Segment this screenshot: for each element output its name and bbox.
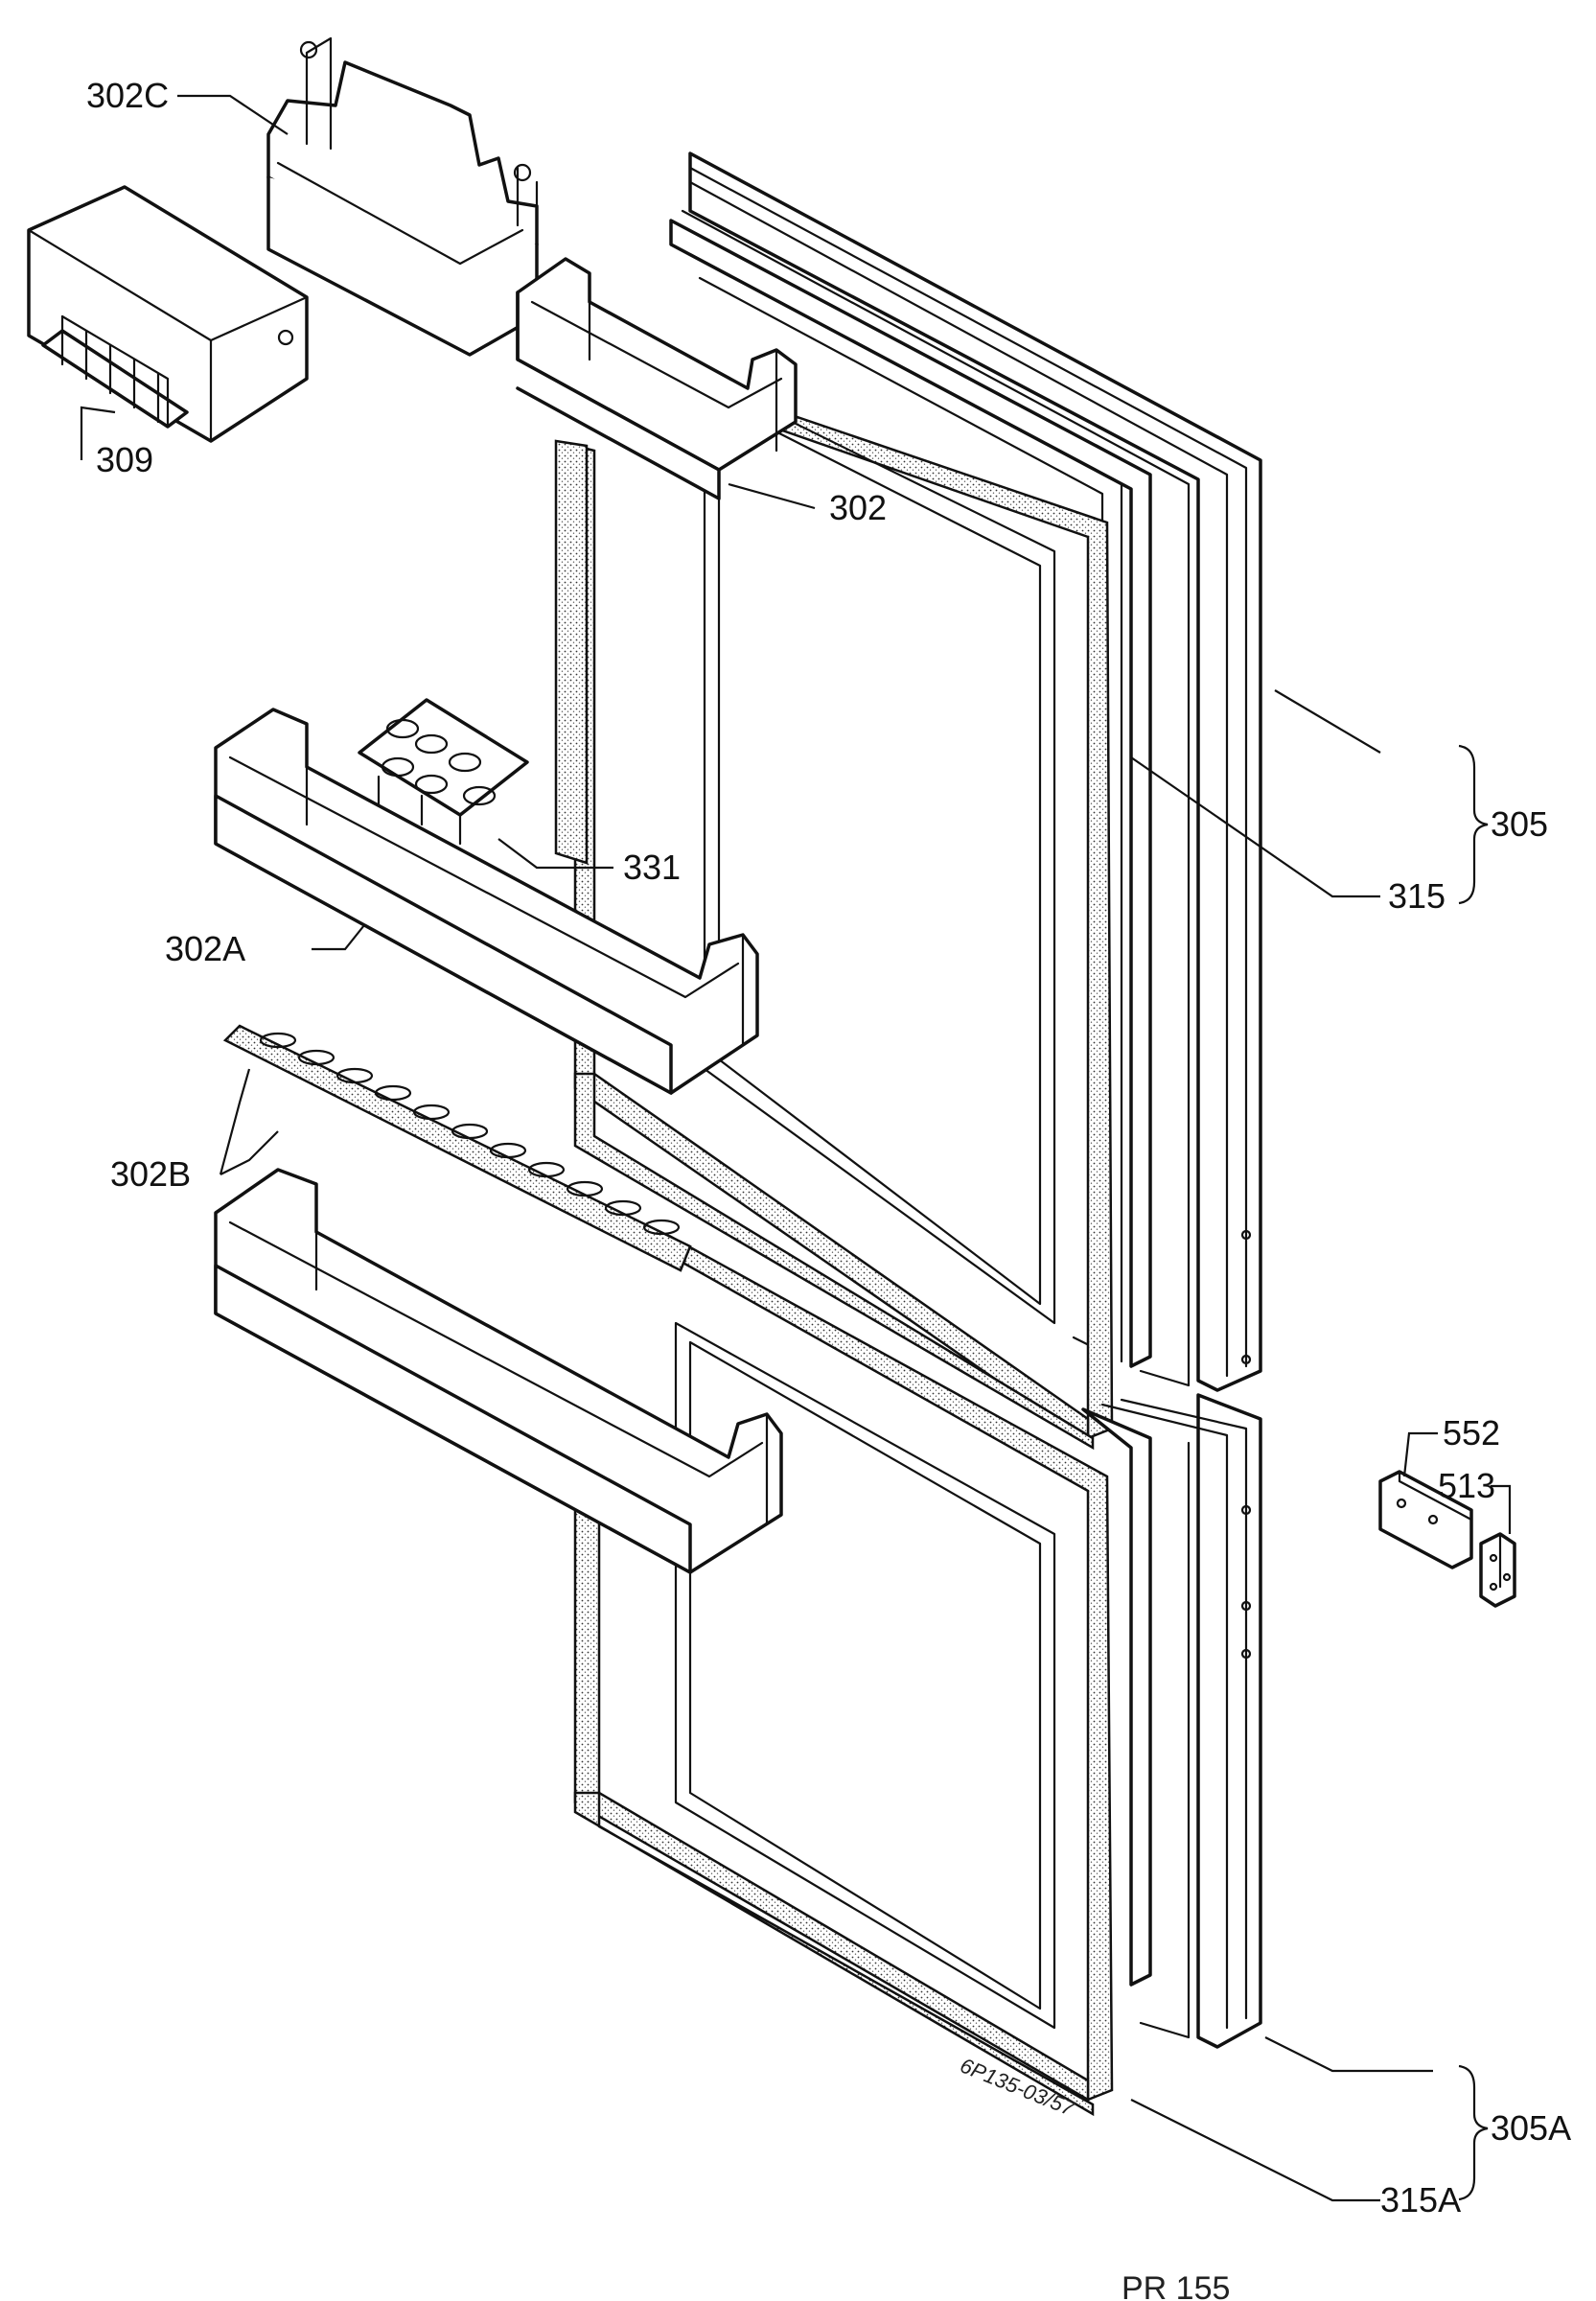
footer-code: PR 155 bbox=[1122, 2270, 1230, 2301]
label-513: 513 bbox=[1438, 1466, 1495, 1505]
brace-305 bbox=[1458, 744, 1489, 905]
top-bracket-bin-302c bbox=[266, 36, 539, 357]
lower-door bbox=[573, 1234, 1262, 2117]
door-bin-302 bbox=[516, 257, 798, 500]
door-bin-302a bbox=[214, 708, 759, 1095]
label-305: 305 bbox=[1491, 804, 1548, 844]
door-bin-302b bbox=[214, 1168, 783, 1574]
hinge-bracket-513 bbox=[1479, 1532, 1516, 1608]
brace-305a bbox=[1458, 2064, 1489, 2201]
label-552: 552 bbox=[1443, 1413, 1500, 1453]
label-302b: 302B bbox=[110, 1154, 191, 1194]
label-302: 302 bbox=[829, 488, 887, 527]
bottle-rail-302b bbox=[222, 1024, 692, 1272]
label-302a: 302A bbox=[165, 929, 245, 968]
control-block-309 bbox=[27, 185, 309, 443]
label-305a: 305A bbox=[1491, 2108, 1571, 2148]
label-315: 315 bbox=[1388, 876, 1446, 916]
label-331: 331 bbox=[623, 848, 681, 887]
label-309: 309 bbox=[96, 440, 153, 479]
upper-door bbox=[554, 151, 1262, 1451]
egg-tray-331 bbox=[358, 698, 529, 846]
label-315a: 315A bbox=[1380, 2180, 1461, 2220]
leader-lines bbox=[80, 94, 1512, 2202]
hinge-plate-552 bbox=[1378, 1470, 1473, 1569]
label-302c: 302C bbox=[86, 76, 169, 115]
